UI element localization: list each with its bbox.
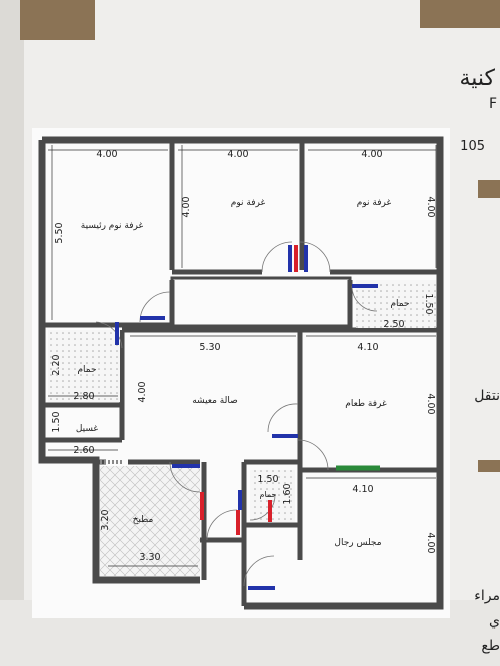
side-word-1: نتقل [474, 388, 500, 404]
room-labels: غرفة نوم رئيسية غرفة نوم غرفة نوم حمام ح… [76, 198, 410, 548]
bath-left-tiles [48, 330, 120, 402]
room-label-master: غرفة نوم رئيسية [81, 221, 144, 231]
door-jambs [115, 245, 378, 590]
dim-label: 2.50 [383, 319, 404, 330]
interior-walls [42, 140, 440, 606]
dim-label: 4.00 [227, 149, 248, 160]
dim-label: 4.00 [181, 196, 192, 217]
dimension-labels: 4.00 4.00 4.00 5.50 4.00 4.00 1.50 2.50 … [51, 149, 436, 563]
dim-label: 4.00 [96, 149, 117, 160]
dimension-lines [48, 145, 437, 567]
room-label-bedroom-2: غرفة نوم [357, 198, 392, 208]
side-decor-bar-2 [478, 460, 500, 472]
dim-label: 1.50 [51, 411, 62, 432]
dim-label: 5.50 [54, 222, 65, 243]
header-title-partial: كنية [459, 66, 495, 91]
dim-label: 1.50 [423, 293, 434, 314]
dim-label: 2.20 [51, 354, 62, 375]
dim-label: 4.00 [137, 381, 148, 402]
room-label-dining: غرفة طعام [345, 399, 387, 409]
room-label-bath-left: حمام [77, 365, 96, 375]
side-word-4: طع [481, 638, 500, 654]
header-decor-bar-left [20, 0, 95, 40]
side-decor-bar [478, 180, 500, 198]
room-label-bath-right: حمام [390, 299, 409, 309]
room-label-living: صالة معيشه [192, 396, 238, 406]
side-word-2: مراء [474, 588, 500, 604]
dim-label: 1.60 [282, 483, 293, 504]
dim-label: 1.50 [257, 474, 278, 485]
dim-label: 4.00 [361, 149, 382, 160]
dim-label: 3.20 [100, 509, 111, 530]
header-letter: F [489, 96, 497, 112]
dim-label: 3.30 [139, 552, 160, 563]
room-label-kitchen: مطبخ [133, 515, 154, 525]
kitchen-tiles [100, 466, 200, 576]
dim-label: 2.80 [73, 391, 94, 402]
dim-label: 5.30 [199, 342, 220, 353]
header-decor-bar-right [420, 0, 500, 28]
room-label-bath-small: حمام [260, 490, 277, 499]
room-label-bedroom-1: غرفة نوم [231, 198, 266, 208]
dim-label: 4.00 [425, 196, 436, 217]
room-label-majlis: مجلس رجال [334, 538, 381, 548]
dim-label: 4.10 [352, 484, 373, 495]
room-label-laundry: غسيل [76, 424, 99, 434]
dim-label: 4.00 [425, 532, 436, 553]
hallway [170, 276, 352, 328]
dim-label: 2.60 [73, 445, 94, 456]
bath-small-tiles [250, 470, 295, 522]
dim-label: 4.10 [357, 342, 378, 353]
side-word-3: ي [489, 613, 500, 629]
header-number-partial: 105 [460, 139, 485, 154]
dim-label: 4.00 [425, 393, 436, 414]
windows [100, 460, 380, 471]
